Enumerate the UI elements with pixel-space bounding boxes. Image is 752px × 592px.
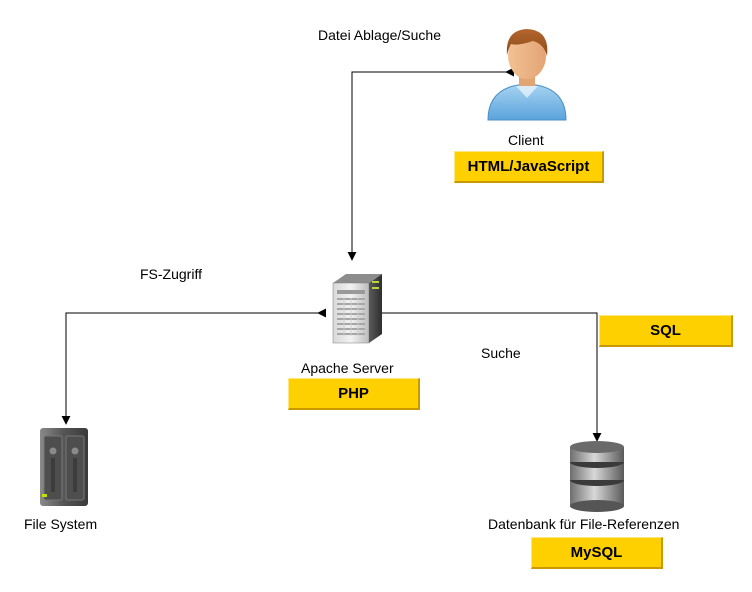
edge-server-filesystem <box>61 308 327 425</box>
client-tech-tag: HTML/JavaScript <box>454 151 604 183</box>
database-tech-tag: MySQL <box>531 537 663 569</box>
edge-label-server-database: Suche <box>481 345 521 361</box>
edge-server-database <box>373 308 602 442</box>
person-icon <box>487 29 567 121</box>
nas-drive-icon <box>40 428 88 506</box>
database-icon <box>570 441 624 512</box>
filesystem-label: File System <box>24 516 98 532</box>
edge-label-server-filesystem: FS-Zugriff <box>140 266 202 282</box>
client-label: Client <box>508 132 544 148</box>
connectors <box>61 67 602 442</box>
database-label: Datenbank für File-Referenzen <box>488 516 680 532</box>
edge-client-server <box>347 67 515 261</box>
server-tower-icon <box>332 274 382 344</box>
edge-label-client-server: Datei Ablage/Suche <box>318 27 441 43</box>
sql-tag: SQL <box>599 315 733 347</box>
server-label: Apache Server <box>301 360 394 376</box>
server-tech-tag: PHP <box>288 378 420 410</box>
